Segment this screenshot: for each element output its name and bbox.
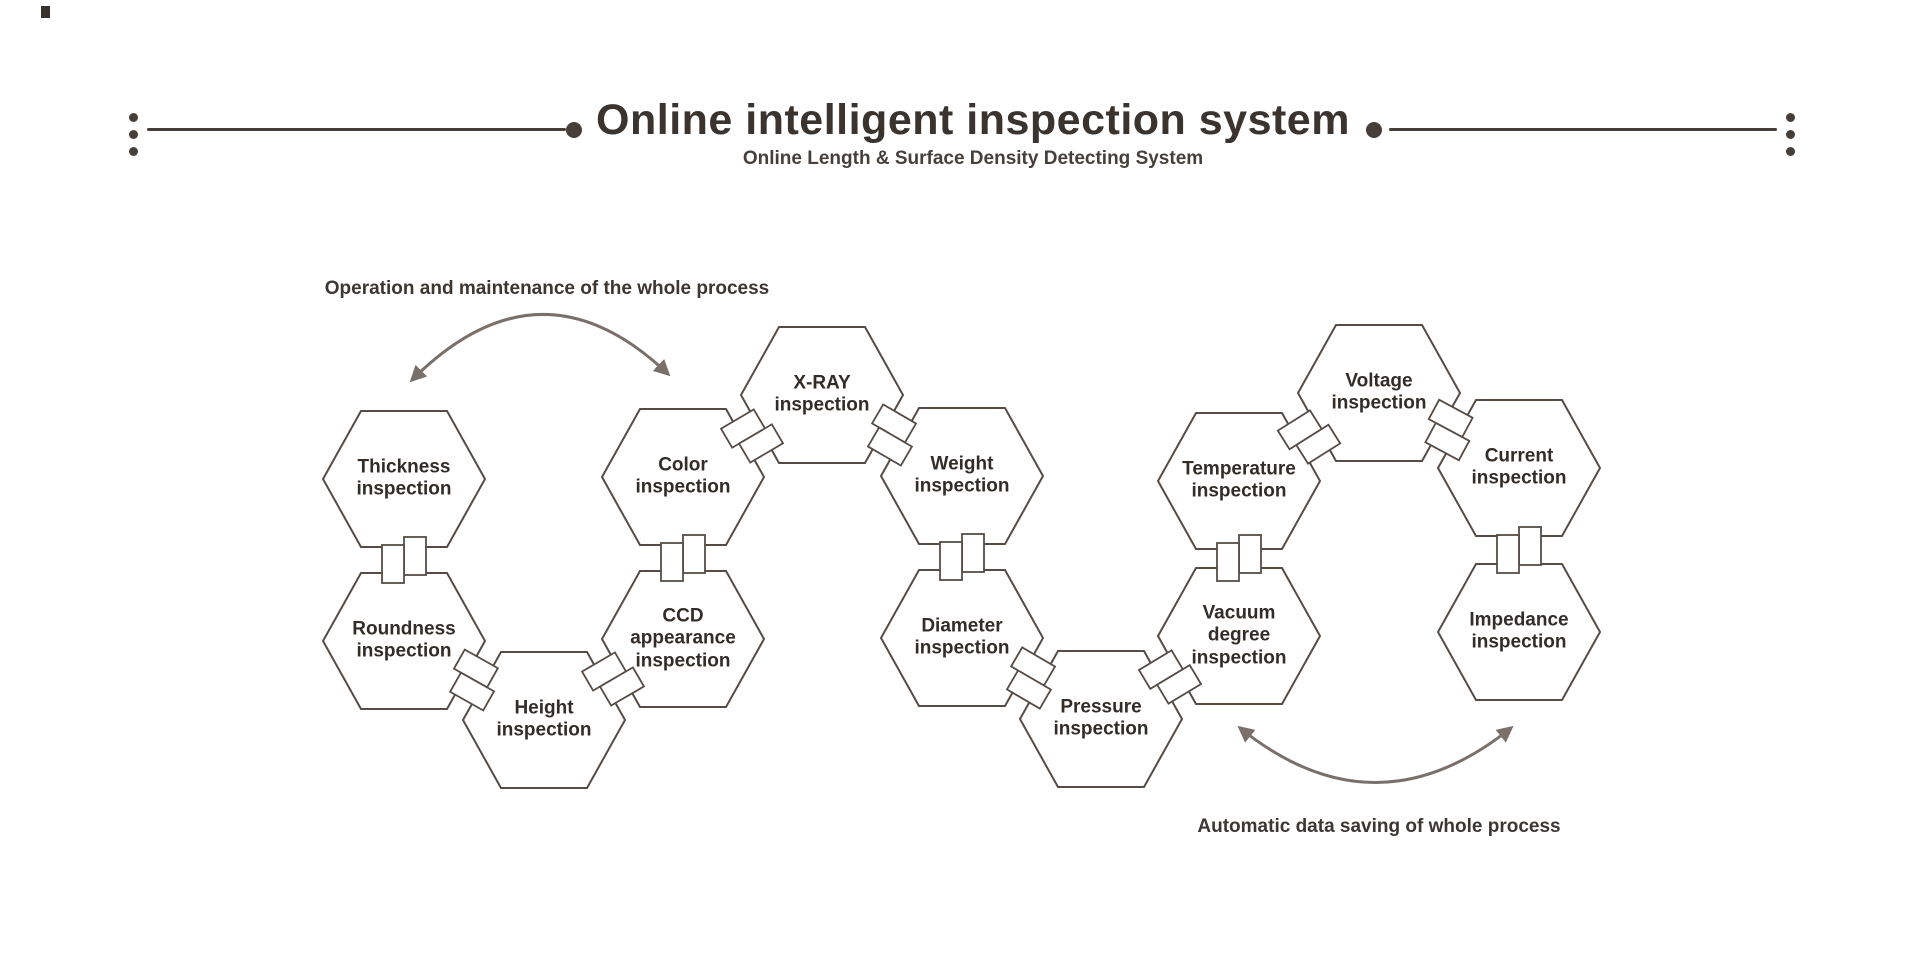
hexagon-label-vacuum-degree: Vacuum degree inspection [1191,602,1287,669]
hexagon-current-shape [1436,399,1602,537]
header-right-dot-3 [1786,147,1795,156]
header-left-bullet [566,122,582,138]
annotation-data-saving: Automatic data saving of whole process [1197,816,1561,837]
hexagon-pressure-shape [1018,650,1184,788]
hexagon-voltage-shape [1296,324,1462,462]
hexagon-ccd-shape [600,570,766,708]
hexagon-impedance-shape [1436,563,1602,701]
hexagon-label-current: Current inspection [1471,445,1567,489]
header-right-bullet [1366,122,1382,138]
header-left-dot-2 [129,130,138,139]
hexagon-roundness-shape [321,572,487,710]
hexagon-label-voltage: Voltage inspection [1331,370,1427,414]
hexagon-temperature-shape [1156,412,1322,550]
hexagon-label-diameter: Diameter inspection [914,615,1010,659]
header-left-dot-1 [129,113,138,122]
page-title: Online intelligent inspection system [596,96,1350,144]
header-right-dot-1 [1786,113,1795,122]
hexagon-vacuum-degree-shape [1156,567,1322,705]
hexagon-diameter-shape [879,569,1045,707]
hexagon-label-color: Color inspection [635,454,731,498]
hexagon-label-temperature: Temperature inspection [1182,458,1296,502]
header-right-rule [1389,128,1777,131]
hexagon-label-ccd: CCD appearance inspection [630,605,736,672]
page-subtitle: Online Length & Surface Density Detectin… [742,148,1204,169]
hexagon-label-height: Height inspection [496,697,592,741]
hexagon-label-xray: X-RAY inspection [774,372,870,416]
header-left-rule [147,128,566,131]
hexagon-label-thickness: Thickness inspection [356,456,452,500]
hexagon-label-weight: Weight inspection [914,453,1010,497]
hexagon-weight-shape [879,407,1045,545]
header-right-dot-2 [1786,130,1795,139]
annotation-operation-maintenance: Operation and maintenance of the whole p… [324,278,770,299]
data-saving-arrow [1237,725,1514,784]
corner-mark [41,6,50,18]
operation-maintenance-arrow [409,313,671,383]
hexagon-height-shape [461,651,627,789]
hexagon-xray-shape [739,326,905,464]
header-left-dot-3 [129,147,138,156]
hexagon-label-roundness: Roundness inspection [352,618,456,662]
hexagon-thickness-shape [321,410,487,548]
hexagon-label-pressure: Pressure inspection [1053,696,1149,740]
hexagon-label-impedance: Impedance inspection [1469,609,1569,653]
hexagon-color-shape [600,408,766,546]
